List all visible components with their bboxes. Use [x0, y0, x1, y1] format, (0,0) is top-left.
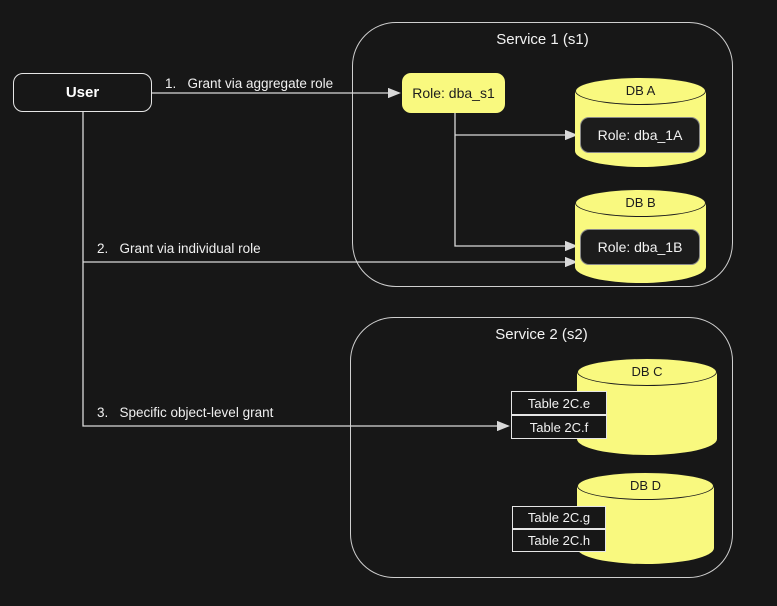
role-dba-1a-node: Role: dba_1A [580, 117, 700, 153]
service-1-title: Service 1 (s1) [496, 31, 589, 48]
db-c-label: DB C [631, 364, 663, 379]
edge-1-label: 1. Grant via aggregate role [165, 76, 334, 91]
db-b-label: DB B [625, 195, 656, 210]
db-d-label: DB D [629, 478, 662, 493]
db-b-cylinder-top [575, 189, 706, 217]
table-2c-h-node: Table 2C.h [512, 529, 606, 552]
user-node: User [13, 73, 152, 112]
service-2-title: Service 2 (s2) [495, 326, 588, 343]
table-2c-g-node: Table 2C.g [512, 506, 606, 529]
table-2c-e-node: Table 2C.e [511, 391, 607, 415]
role-dba-1b-node: Role: dba_1B [580, 229, 700, 265]
db-a-label: DB A [625, 83, 656, 98]
role-dba-s1-node: Role: dba_s1 [402, 73, 505, 113]
db-c-cylinder-top [577, 358, 717, 386]
edge-2-label: 2. Grant via individual role [97, 241, 261, 256]
edge-3-object-level-grant-line [82, 112, 510, 432]
db-d-cylinder-top [577, 472, 714, 500]
service-2-container: Service 2 (s2) [350, 317, 733, 578]
service-1-container: Service 1 (s1) [352, 22, 733, 287]
table-2c-f-node: Table 2C.f [511, 415, 607, 439]
edge-3-label: 3. Specific object-level grant [97, 405, 274, 420]
db-a-cylinder-top [575, 77, 706, 105]
aggregate-branch-to-dba-1b-line [454, 113, 578, 252]
